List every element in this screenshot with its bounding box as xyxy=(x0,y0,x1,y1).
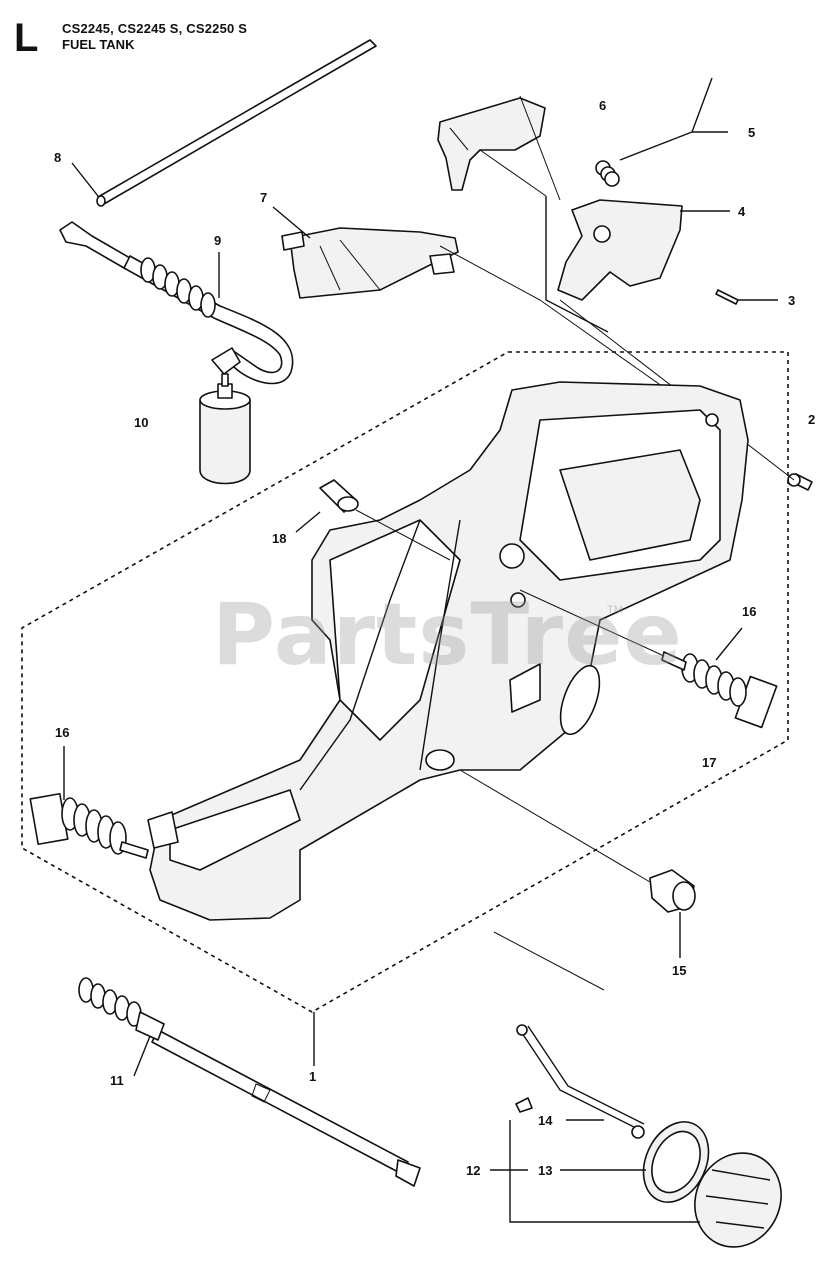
watermark-text: PartsTree xyxy=(212,585,683,685)
callout-14: 14 xyxy=(538,1113,553,1128)
part-17-fuel-tank xyxy=(147,381,749,921)
part-18-grommet xyxy=(319,479,359,513)
part-15-bushing xyxy=(649,869,696,913)
part-7-handle-top xyxy=(281,227,459,299)
callout-12: 12 xyxy=(466,1163,480,1178)
section-title: FUEL TANK xyxy=(62,37,135,52)
part-12-fuel-cap xyxy=(694,1152,782,1248)
callout-16-right: 16 xyxy=(742,604,756,619)
callout-10: 10 xyxy=(134,415,148,430)
callout-6: 6 xyxy=(599,98,606,113)
callout-4: 4 xyxy=(738,204,746,219)
part-9-fuel-hose xyxy=(59,221,294,385)
callout-2: 2 xyxy=(808,412,815,427)
spring-coil xyxy=(595,160,620,187)
callout-13: 13 xyxy=(538,1163,552,1178)
model-numbers: CS2245, CS2245 S, CS2250 S xyxy=(62,21,248,36)
callout-15: 15 xyxy=(672,963,686,978)
part-16-av-spring-right xyxy=(661,651,778,729)
callout-3: 3 xyxy=(788,293,795,308)
callout-5: 5 xyxy=(748,125,755,140)
callout-18: 18 xyxy=(272,531,286,546)
part-3-pin xyxy=(715,289,739,305)
part-4-lockout xyxy=(557,199,683,301)
callout-16-left: 16 xyxy=(55,725,69,740)
part-13-seal xyxy=(642,1121,710,1203)
callout-8: 8 xyxy=(54,150,61,165)
callout-1: 1 xyxy=(309,1069,316,1084)
part-14-cap-strap xyxy=(515,1024,645,1139)
part-8-rod xyxy=(96,39,377,207)
part-5-wire xyxy=(619,77,713,161)
callout-17: 17 xyxy=(702,755,716,770)
part-6-throttle-trigger xyxy=(437,97,546,191)
part-10-fuel-filter xyxy=(199,373,251,485)
callout-7: 7 xyxy=(260,190,267,205)
callout-11: 11 xyxy=(110,1073,124,1088)
callout-9: 9 xyxy=(214,233,221,248)
watermark-tm: TM xyxy=(607,604,623,616)
part-2-screw xyxy=(787,473,813,491)
section-letter: L xyxy=(14,16,39,60)
part-16-av-spring-left xyxy=(29,792,149,859)
part-11-return-hose xyxy=(78,977,421,1187)
hose-spring xyxy=(140,257,216,318)
